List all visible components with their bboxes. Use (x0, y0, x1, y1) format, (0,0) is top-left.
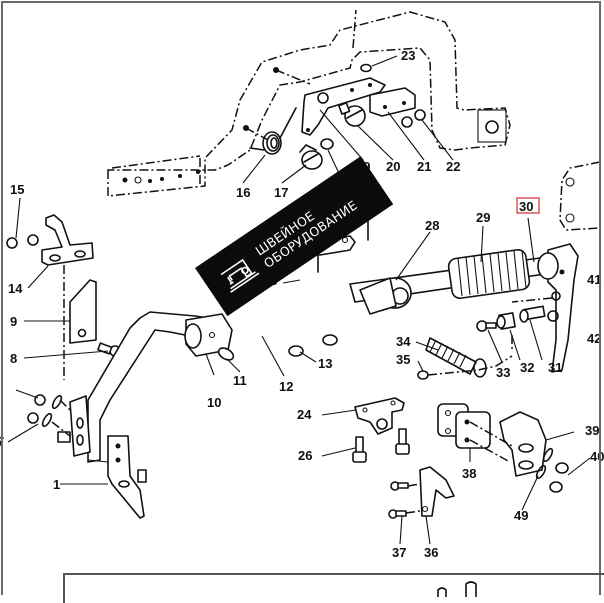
part-label-1: 1 (53, 477, 60, 492)
frame-casting-outline (107, 9, 511, 197)
bracket-38-39 (437, 403, 569, 493)
plate-9 (69, 279, 97, 344)
screw-11 (217, 347, 235, 361)
watermark-banner: ШВЕЙНОЕ ОБОРУДОВАНИЕ (195, 156, 394, 317)
part-label-30[interactable]: 30 (519, 199, 533, 214)
screw-13b (288, 345, 304, 357)
highlight-box-30 (516, 197, 540, 214)
part-label-10: 10 (207, 395, 221, 410)
part-label-22: 22 (446, 159, 460, 174)
leader-lines (7, 55, 591, 545)
bottom-panel-frame (63, 573, 604, 603)
part-label-38: 38 (462, 466, 476, 481)
pad-21 (369, 87, 416, 117)
part-label-20: 20 (386, 159, 400, 174)
part-label-15: 15 (10, 182, 24, 197)
part-labels: 15 14 9 8 7 1 16 17 18 19 20 21 22 23 24… (0, 48, 604, 560)
part-label-14: 14 (8, 281, 23, 296)
part-label-41: 41 (587, 272, 601, 287)
screw-40b (549, 481, 563, 493)
screw-26-right (395, 428, 410, 455)
knob-20 (338, 102, 366, 127)
part-label-32: 32 (520, 360, 534, 375)
part-label-11: 11 (233, 373, 247, 388)
sewing-machine-icon (220, 258, 260, 293)
collar-28 (359, 277, 412, 315)
left-bracket-parts (6, 214, 121, 380)
part-label-8: 8 (10, 351, 17, 366)
part-label-16: 16 (236, 185, 250, 200)
right-frame-fragment (559, 161, 601, 231)
pad-38b (455, 411, 491, 449)
torsion-spring-16 (249, 107, 297, 155)
part-label-35: 35 (396, 352, 410, 367)
screw-26-left (352, 436, 367, 463)
stud-31 (519, 305, 546, 323)
part-label-39: 39 (585, 423, 599, 438)
part-label-49: 49 (514, 508, 528, 523)
bracket-14 (41, 214, 94, 266)
screw-13a (322, 334, 338, 346)
screw-17 (299, 144, 323, 170)
part-label-21: 21 (417, 159, 431, 174)
part-label-34: 34 (396, 334, 411, 349)
screw-22 (414, 109, 426, 121)
part-label-33: 33 (496, 365, 510, 380)
part-label-37: 37 (392, 545, 406, 560)
part-label-31: 31 (548, 360, 562, 375)
main-lever-arm (87, 311, 235, 463)
arm-41 (537, 243, 579, 373)
screw-15 (6, 237, 18, 249)
part-label-12: 12 (279, 379, 293, 394)
part-label-36: 36 (424, 545, 438, 560)
part-label-24-lower: 24 (297, 407, 312, 422)
shaft-assembly (349, 243, 579, 380)
part-label-29: 29 (476, 210, 490, 225)
lower-bracket-24 (352, 397, 410, 463)
sleeve-32 (496, 312, 516, 330)
part-label-28: 28 (425, 218, 439, 233)
part-label-26-lower: 26 (298, 448, 312, 463)
part-label-13: 13 (318, 356, 332, 371)
part-label-42: 42 (587, 331, 601, 346)
part-label-9: 9 (10, 314, 17, 329)
screw-33 (476, 320, 497, 332)
spring-29 (447, 249, 531, 299)
part-label-17: 17 (274, 185, 288, 200)
screw-22b (401, 116, 413, 128)
bracket-36 (388, 466, 455, 519)
pin-23 (360, 63, 372, 73)
screw-40a (555, 462, 569, 474)
diagram-frame (1, 1, 601, 595)
lower-bracket-1 (27, 394, 147, 519)
upper-assembly (245, 63, 426, 170)
bottom-fragment (437, 581, 477, 598)
screw-18 (320, 138, 334, 150)
part-label-23: 23 (401, 48, 415, 63)
